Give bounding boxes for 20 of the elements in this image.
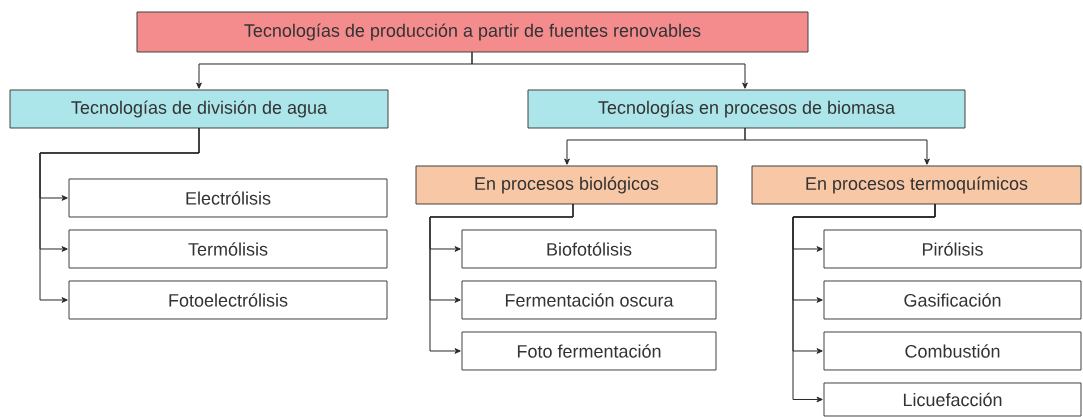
method-box: Electrólisis [68, 178, 388, 218]
method-box: Licuefacción [823, 382, 1082, 417]
method-box: Combustión [823, 331, 1082, 371]
method-box: Biofotólisis [461, 229, 717, 269]
method-box: Foto fermentación [461, 331, 717, 371]
title-box: Tecnologías de producción a partir de fuentes renovables [136, 11, 809, 53]
arrow [429, 203, 574, 354]
subcategory-box: En procesos termoquímicos [751, 165, 1082, 205]
category-box: Tecnologías en procesos de biomasa [527, 89, 966, 129]
method-box: Fotoelectrólisis [68, 280, 388, 320]
method-box: Termólisis [68, 229, 388, 269]
arrow [744, 127, 930, 165]
arrow [792, 203, 936, 403]
arrow [471, 51, 748, 89]
method-box: Gasificación [823, 280, 1082, 320]
method-box: Pirólisis [823, 229, 1082, 269]
subcategory-box: En procesos biológicos [415, 165, 718, 205]
arrow [39, 127, 200, 303]
method-box: Fermentación oscura [461, 280, 717, 320]
category-box: Tecnologías de división de agua [9, 89, 389, 129]
